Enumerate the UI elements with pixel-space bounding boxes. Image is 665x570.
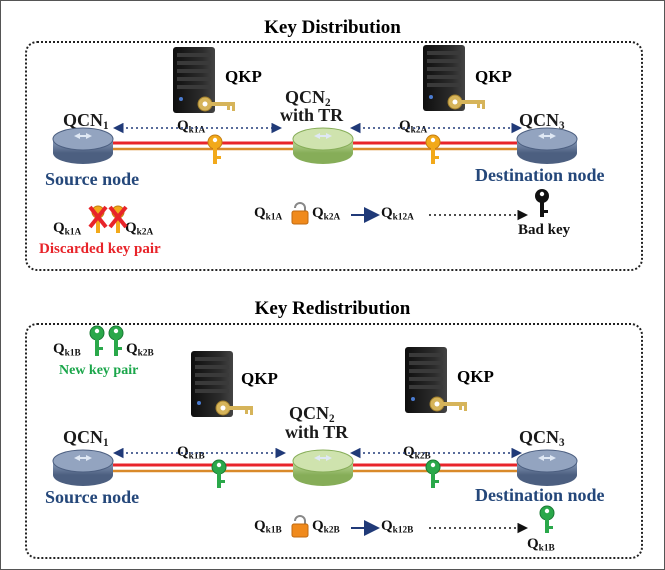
qkp-server-icon-2 [423, 45, 465, 111]
green-key-icon-pair-right [108, 325, 124, 356]
router-qcn2 [292, 127, 354, 164]
combine-result-label-2: Qk12B [381, 518, 414, 536]
pair-right-label-2: Qk2B [126, 341, 154, 359]
lock-icon-1 [291, 202, 309, 225]
panel-title-redistribution: Key Redistribution [254, 298, 411, 319]
green-link-key-icon-1 [211, 459, 227, 488]
qkp-label-2: QKP [475, 67, 512, 86]
panel-title-distribution: Key Distribution [264, 17, 401, 38]
lock-icon-2 [291, 515, 309, 538]
end-key-label: Qk1B [527, 536, 555, 554]
router-qcn1-2 [52, 449, 114, 486]
qkp-server-icon-1 [173, 47, 215, 113]
router-qcn2-2 [292, 449, 354, 486]
pair-left-label-2: Qk1B [53, 341, 81, 359]
bad-key-caption: Bad key [518, 222, 571, 238]
destination-node-caption: Destination node [475, 165, 605, 185]
destination-node-caption-2: Destination node [475, 485, 605, 505]
combine-b-label-2: Qk2B [312, 518, 340, 536]
source-node-caption: Source node [45, 169, 140, 189]
qcn3-label-2: QCN3 [519, 427, 565, 449]
key-distribution-panel [25, 41, 643, 271]
qkp-label-4: QKP [457, 367, 494, 386]
key-redistribution-panel [25, 323, 643, 559]
qkp-server-icon-3 [191, 351, 233, 417]
qcn1-label-2: QCN1 [63, 427, 109, 449]
discarded-pair-caption: Discarded key pair [39, 241, 161, 257]
combine-b-label: Qk2A [312, 205, 341, 223]
qkp-label-1: QKP [225, 67, 262, 86]
qcn1-label: QCN1 [63, 110, 109, 132]
green-link-key-icon-2 [425, 459, 441, 488]
new-pair-caption: New key pair [59, 363, 139, 378]
qkp-key-icon-2 [447, 94, 485, 110]
combine-result-label: Qk12A [381, 205, 414, 223]
crossed-key-icon-2 [108, 205, 128, 233]
router-qcn3-2 [516, 449, 578, 486]
qcn2-label: QCN2 [285, 87, 331, 109]
qkp-key-icon-1 [197, 96, 235, 112]
qcn2-extra-2: with TR [285, 422, 349, 442]
pair-left-label: Qk1A [53, 220, 82, 238]
green-key-icon-final [539, 505, 555, 533]
black-key-icon [535, 189, 549, 217]
link-key-icon-2 [425, 134, 441, 164]
combine-a-label: Qk1A [254, 205, 283, 223]
qcn3-label: QCN3 [519, 110, 565, 132]
router-qcn3 [516, 127, 578, 164]
link-key-icon-1 [207, 134, 223, 164]
qcn2-label-2: QCN2 [289, 403, 335, 425]
qcn2-extra: with TR [280, 105, 344, 125]
pair-right-label: Qk2A [125, 220, 154, 238]
crossed-key-icon-1 [88, 205, 108, 233]
router-qcn1 [52, 127, 114, 164]
qkp-label-3: QKP [241, 369, 278, 388]
qkp-server-icon-4 [405, 347, 447, 413]
qkp-key-icon-4 [429, 396, 467, 412]
qkp-key-icon-3 [215, 400, 253, 416]
green-key-icon-pair-left [89, 325, 105, 356]
source-node-caption-2: Source node [45, 487, 140, 507]
combine-a-label-2: Qk1B [254, 518, 282, 536]
